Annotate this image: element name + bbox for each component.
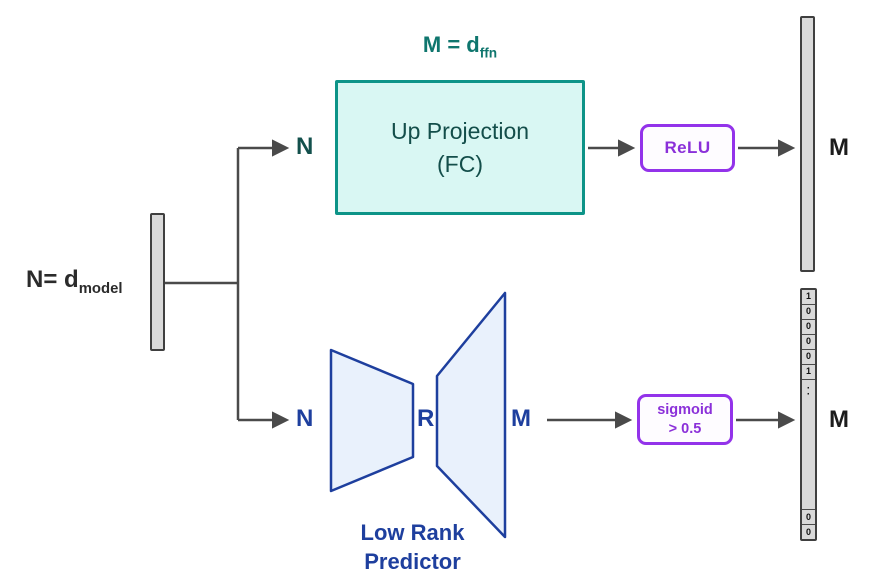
binary-cell: 1 [802,365,815,380]
sigmoid-box: sigmoid > 0.5 [637,394,733,445]
caption-line1: Low Rank [360,520,465,545]
binary-spacer [802,398,815,509]
bottom-branch-n-label: N [296,405,314,432]
low-rank-down-trapezoid [329,348,415,493]
caption-line2: Predictor [364,549,461,575]
binary-cell: 0 [802,509,815,524]
binary-cell: 0 [802,524,815,539]
sigmoid-label-line1: sigmoid [657,402,713,419]
bottom-output-m-label: M [829,406,849,433]
ffn-dim-label: M = dffn [335,32,585,60]
input-vector-bar [150,213,165,351]
top-branch-n-label: N [296,133,314,160]
binary-ellipsis: · · [806,383,811,400]
up-projection-title: Up Projection [390,118,530,145]
input-dim-sub: model [78,280,123,297]
binary-cell: 0 [802,335,815,350]
top-output-m-label: M [829,134,849,161]
top-output-vector-bar [800,16,815,272]
ffn-dim-sub: ffn [479,45,498,61]
binary-output-vector-bar: 1 0 0 0 0 1 · · 0 0 [800,288,817,541]
binary-cell: 0 [802,320,815,335]
input-dim-label: N= dmodel [26,266,123,297]
relu-box: ReLU [640,124,735,172]
binary-cell: 1 [802,290,815,305]
ffn-dim-main: M = d [422,32,480,57]
binary-cell: 0 [802,350,815,365]
input-dim-main: N= d [26,266,79,293]
relu-label: ReLU [664,138,711,157]
low-rank-predictor-caption: Low Rank Predictor [330,518,495,576]
binary-cell: 0 [802,305,815,320]
low-rank-m-label: M [511,405,531,432]
up-projection-subtitle: (FC) [437,150,483,177]
up-projection-box: Up Projection (FC) [335,80,585,215]
low-rank-up-trapezoid [435,291,507,539]
low-rank-r-label: R [417,405,435,432]
sigmoid-label-line2: > 0.5 [668,420,702,437]
